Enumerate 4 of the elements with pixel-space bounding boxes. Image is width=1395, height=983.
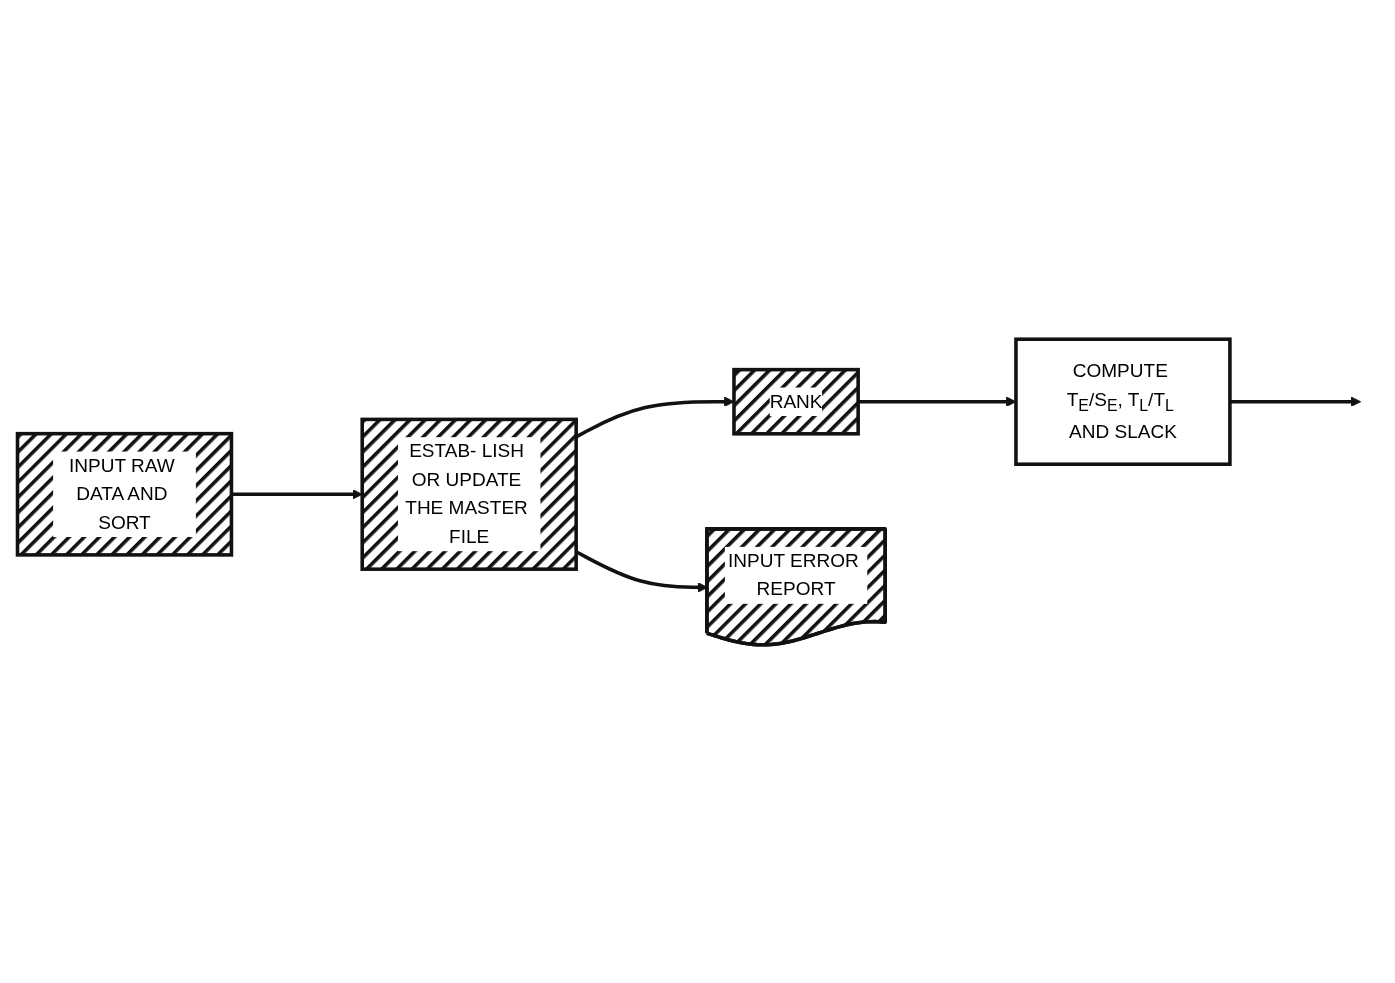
node-box: COMPUTE T$_{E}$/S$_{E}$, T$_{L}$/T$_{L}$ AND SLACK	[1013, 336, 1232, 466]
node-box: INPUT RAW DATA AND SORT	[15, 431, 233, 557]
node-box: ESTAB- LISH OR UPDATE THE MASTER FILE	[359, 417, 578, 571]
node-box: RANK	[731, 367, 860, 436]
